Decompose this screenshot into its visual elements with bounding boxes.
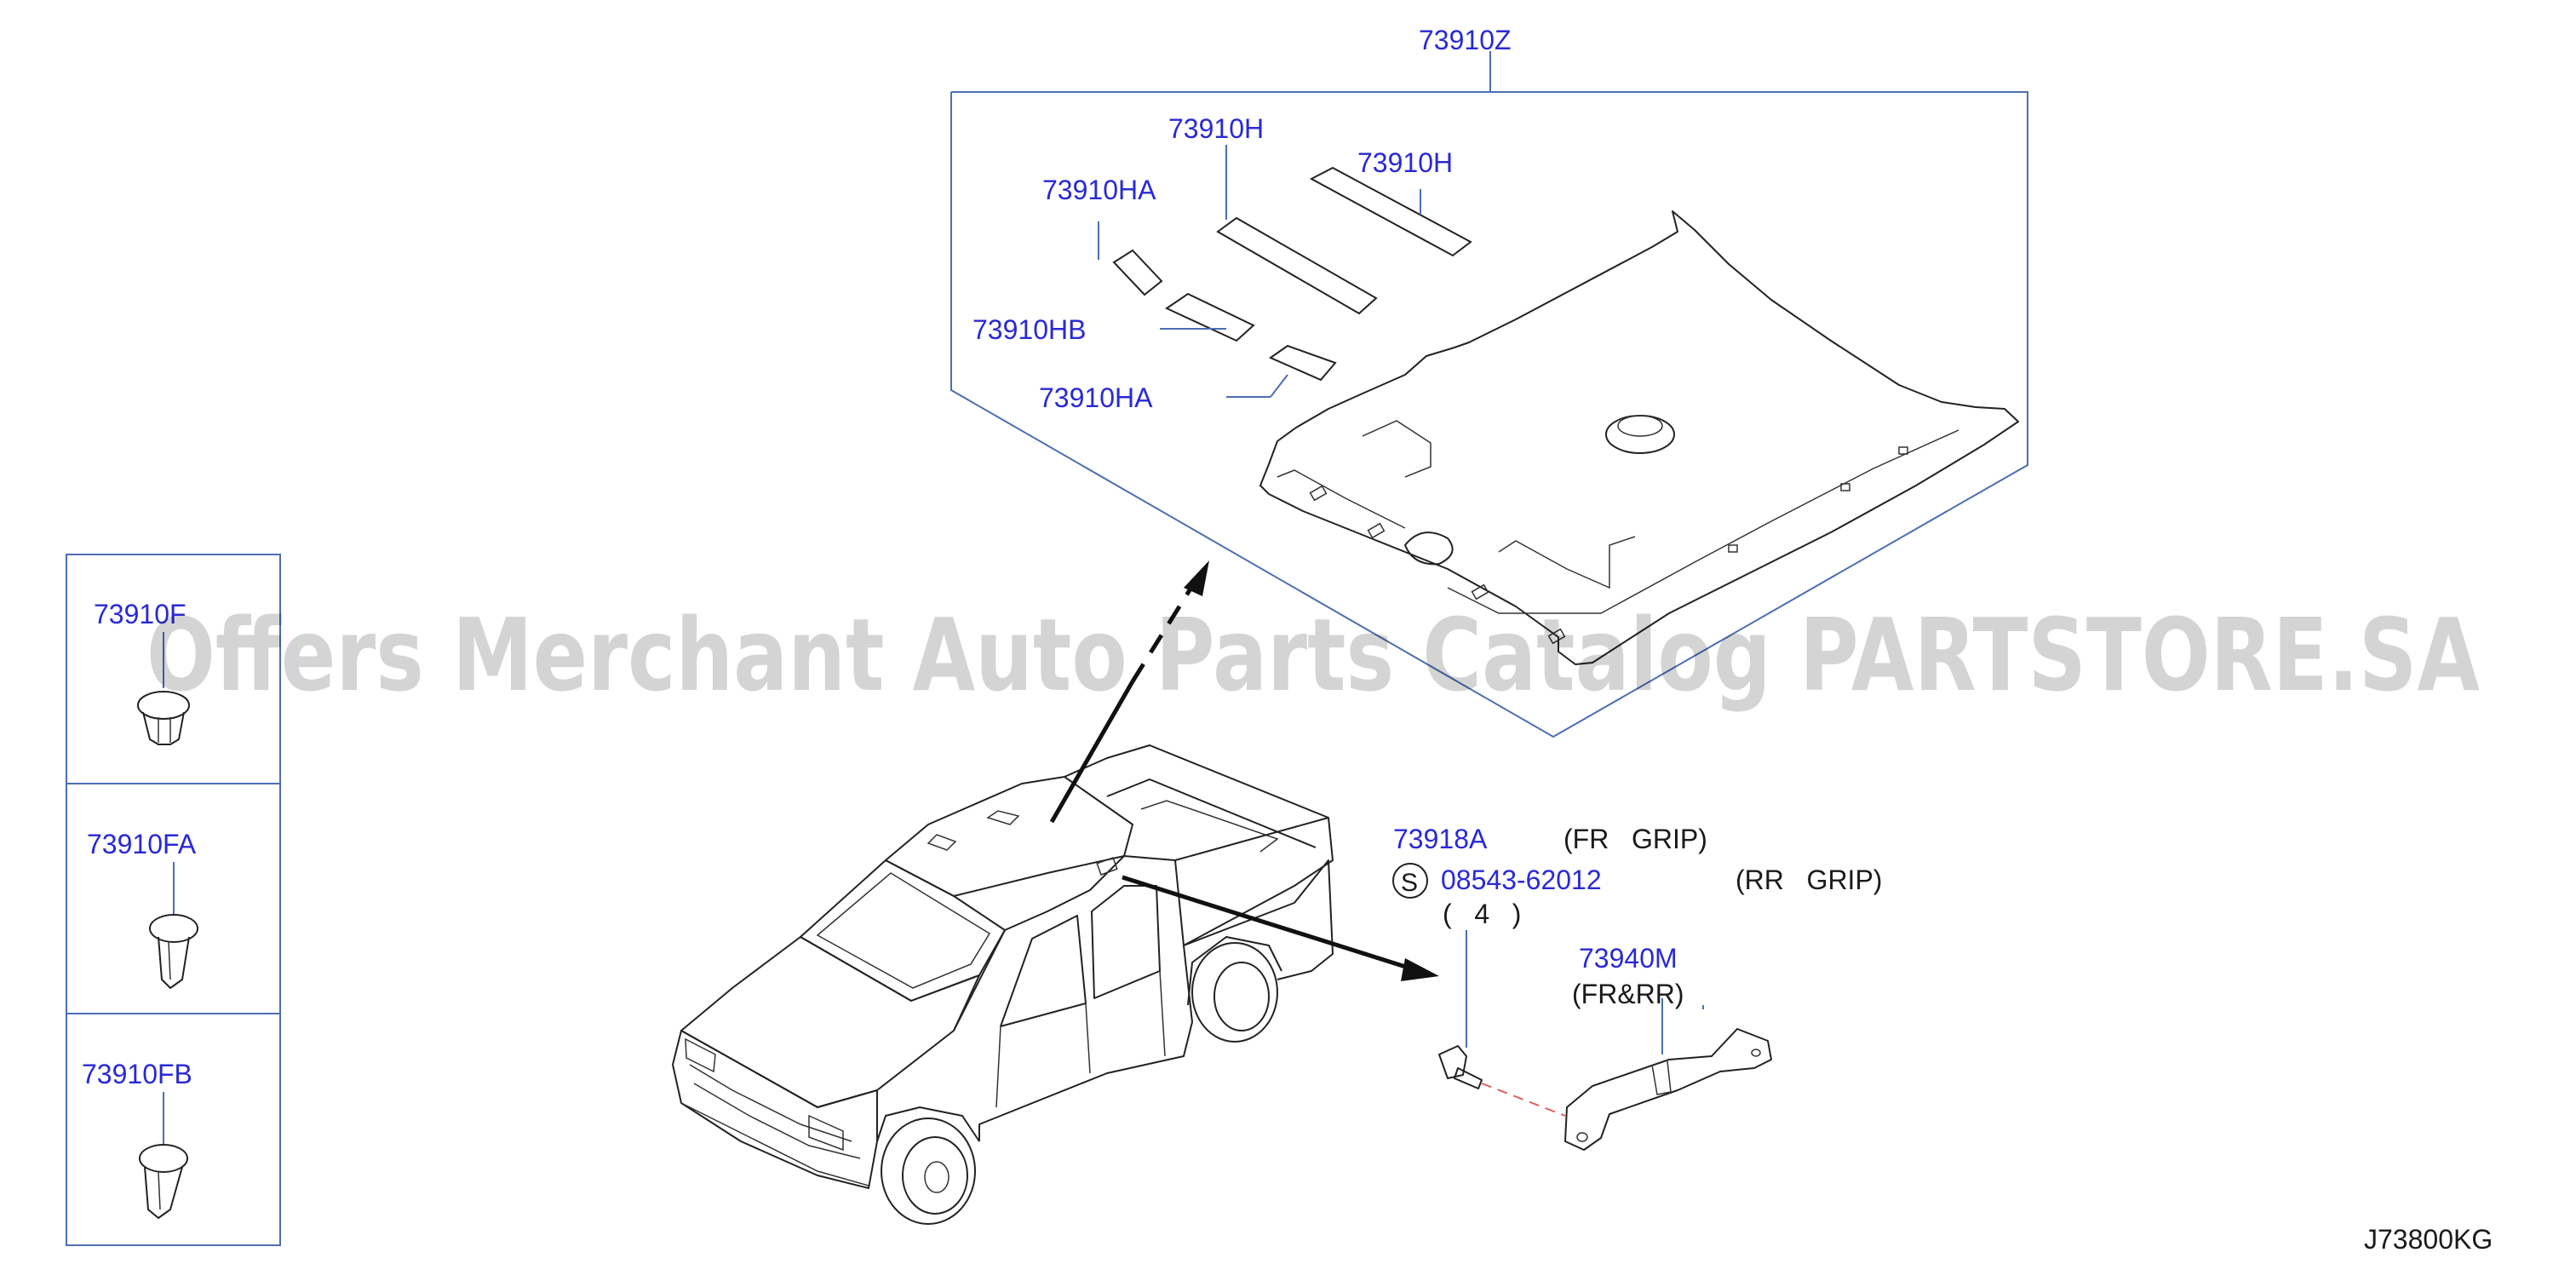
callout-73940m: 73940M xyxy=(1579,943,1678,974)
callout-73910hb: 73910HB xyxy=(972,314,1086,345)
leader-lines xyxy=(1098,145,1704,1009)
pad-73910ha-1 xyxy=(1112,249,1163,296)
callout-73910h-1: 73910H xyxy=(1168,113,1264,144)
pad-73910h-1 xyxy=(1216,216,1378,315)
headlining-panel xyxy=(1259,210,2019,665)
callout-screw-qty: ( 4 ) xyxy=(1443,899,1521,929)
callout-73910fa: 73910FA xyxy=(87,829,197,859)
pad-73910h-2 xyxy=(1309,166,1472,257)
callout-73910h-2: 73910H xyxy=(1357,147,1453,178)
callout-73940m-note: (FR&RR) xyxy=(1572,979,1684,1009)
callout-08543-62012: 08543-62012 xyxy=(1441,865,1602,895)
arrow-to-headlining xyxy=(1049,560,1209,824)
callout-73910ha-1: 73910HA xyxy=(1042,175,1156,205)
headlining-group-box xyxy=(950,51,2028,738)
callout-73918a: 73918A xyxy=(1393,824,1488,854)
diagram-code: J73800KG xyxy=(2364,1224,2493,1255)
clip-box-stack xyxy=(66,554,281,1246)
screw-symbol-letter: S xyxy=(1401,869,1418,897)
pad-73910hb xyxy=(1164,292,1255,342)
clip-73910f xyxy=(137,632,190,745)
grip-assembly xyxy=(1438,930,1772,1151)
callout-73910z: 73910Z xyxy=(1419,25,1512,55)
pad-73910ha-2 xyxy=(1268,344,1337,382)
callout-73910ha-2: 73910HA xyxy=(1039,382,1153,413)
callout-73910f: 73910F xyxy=(94,599,186,629)
watermark: Offers Merchant Auto Parts Catalog PARTS… xyxy=(146,596,2480,714)
arrow-to-grip xyxy=(1122,875,1439,981)
callout-73918a-note: (FR GRIP) xyxy=(1563,824,1707,854)
clip-73910fa xyxy=(149,862,198,989)
callout-73910fb: 73910FB xyxy=(82,1059,192,1089)
callout-08543-62012-note: (RR GRIP) xyxy=(1736,865,1882,895)
pickup-truck xyxy=(672,744,1334,1225)
clip-73910fb xyxy=(139,1092,188,1219)
screw-symbol: S xyxy=(1392,863,1428,899)
